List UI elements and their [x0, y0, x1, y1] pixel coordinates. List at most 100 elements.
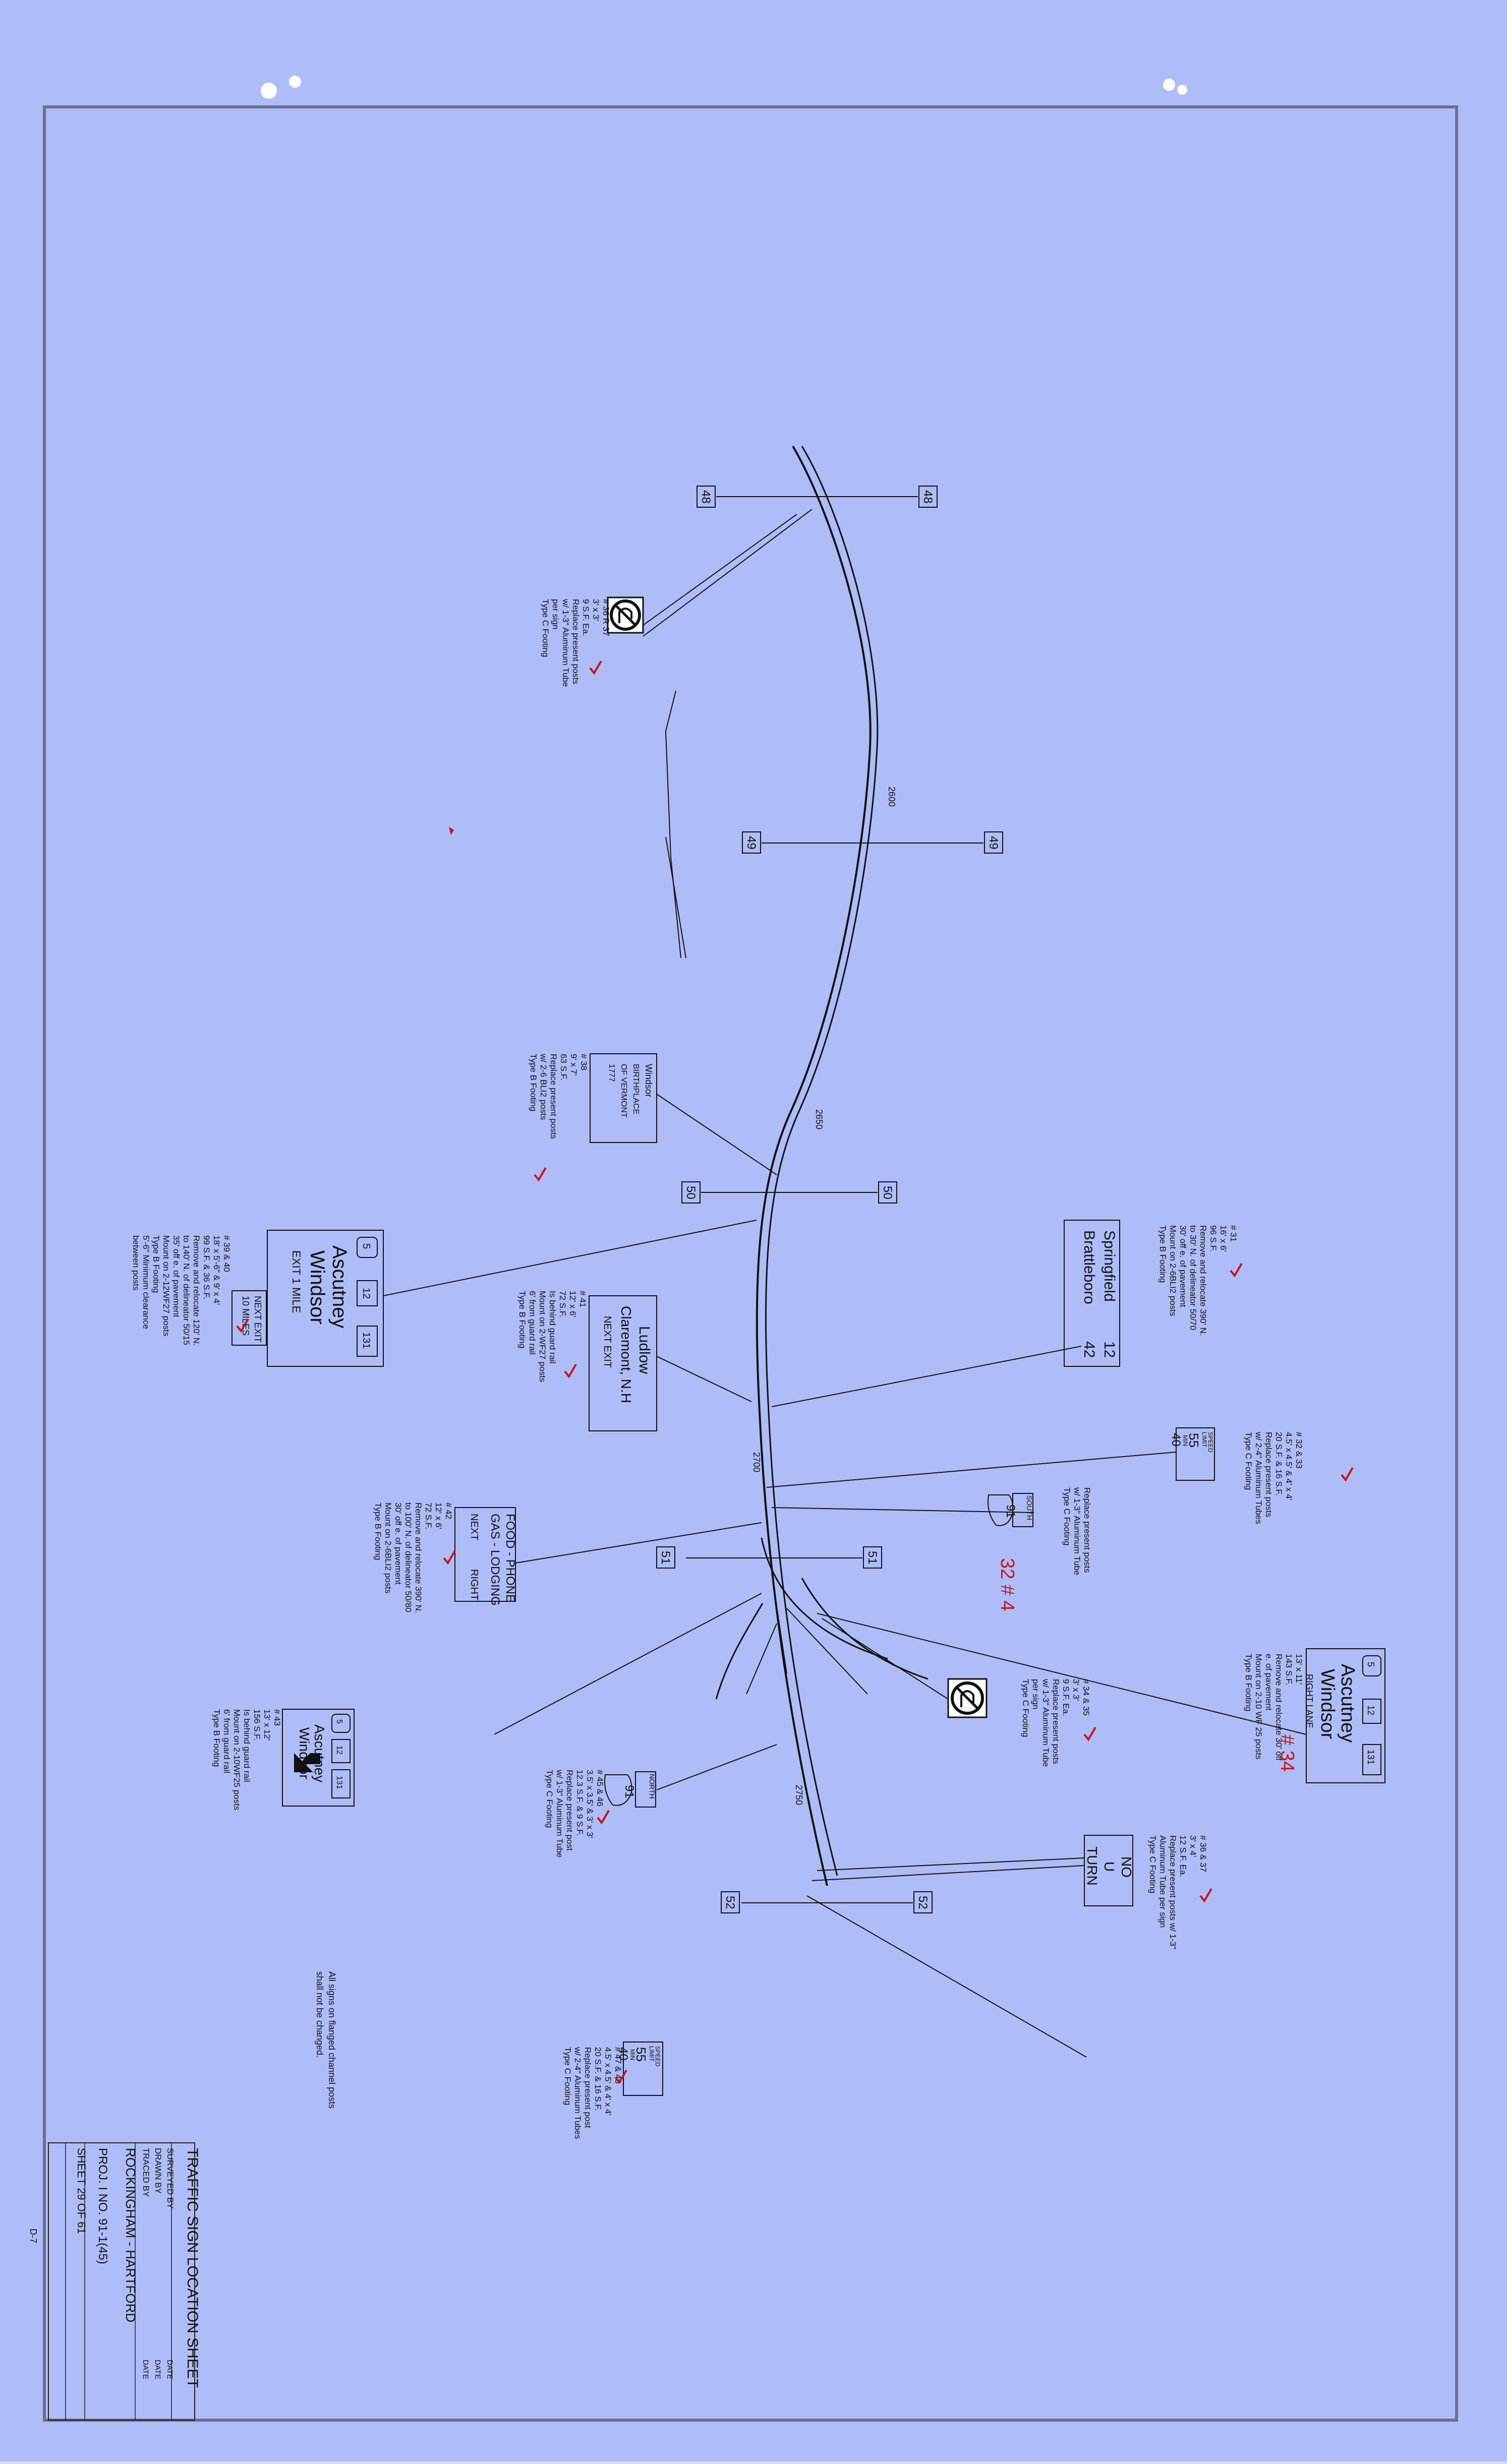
svg-text:Replace present posts: Replace present posts: [571, 599, 581, 684]
svg-text:Ascutney: Ascutney: [328, 1245, 351, 1329]
svg-text:Springfield: Springfield: [1101, 1230, 1118, 1302]
svg-text:# 34: # 34: [1277, 1734, 1298, 1772]
svg-text:LIMIT: LIMIT: [648, 2046, 655, 2062]
note-31: # 31 16' x 6' 96 S.F. Remove and relocat…: [1158, 1225, 1238, 1336]
svg-text:12' x 6': 12' x 6': [434, 1503, 443, 1529]
svg-text:w/ 2-6 BLI2 posts: w/ 2-6 BLI2 posts: [539, 1053, 548, 1120]
svg-text:Mount on 2-6BLI2 posts: Mount on 2-6BLI2 posts: [383, 1503, 393, 1594]
svg-text:9 S.F. Ea.: 9 S.F. Ea.: [581, 599, 591, 636]
svg-text:Type B Footing: Type B Footing: [529, 1054, 538, 1111]
svg-text:# 41: # 41: [578, 1291, 588, 1307]
svg-text:w/ 1-3" Aluminum Tube: w/ 1-3" Aluminum Tube: [561, 598, 570, 687]
svg-text:48: 48: [921, 490, 935, 504]
svg-text:13' x 11': 13' x 11': [1294, 1654, 1304, 1685]
svg-text:to 100' N. of delineator 50/80: to 100' N. of delineator 50/80: [403, 1503, 413, 1612]
svg-text:1777: 1777: [607, 1064, 616, 1082]
svg-text:Remove and relocate 120' N.: Remove and relocate 120' N.: [192, 1235, 201, 1346]
note-south-replace: Replace present posts w/ 1-3" Aluminum T…: [1062, 1487, 1092, 1575]
svg-text:48: 48: [699, 490, 713, 504]
svg-text:# 31: # 31: [1229, 1225, 1238, 1242]
svg-text:12' x 6': 12' x 6': [568, 1291, 577, 1317]
svg-text:12: 12: [361, 1288, 372, 1299]
red-mark-34: # 34: [1277, 1734, 1298, 1772]
svg-text:12.3 S.F. & 9 S.F.: 12.3 S.F. & 9 S.F.: [575, 1770, 585, 1836]
note-32-33: # 32 & 33 4.5' x 4.5' & 4' x 4' 20 S.F. …: [1244, 1431, 1304, 1524]
svg-text:NO: NO: [1119, 1856, 1134, 1878]
svg-text:91: 91: [622, 1785, 636, 1798]
svg-text:20 S.F. & 16 S.F.: 20 S.F. & 16 S.F.: [593, 2047, 603, 2111]
punch-hole: [1163, 79, 1175, 91]
svg-text:w/ 1-3" Aluminum Tube: w/ 1-3" Aluminum Tube: [555, 1769, 564, 1857]
svg-text:between posts: between posts: [131, 1235, 141, 1291]
svg-text:SPEED: SPEED: [654, 2046, 661, 2067]
date-label: DATE: [165, 2360, 174, 2379]
date-label: DATE: [141, 2360, 150, 2379]
svg-text:72 S.F.: 72 S.F.: [558, 1291, 567, 1317]
svg-text:Type B Footing: Type B Footing: [517, 1291, 527, 1348]
svg-text:Remove and relocate 30' off: Remove and relocate 30' off: [1274, 1654, 1284, 1761]
svg-text:w/ 2-4" Aluminum Tubes: w/ 2-4" Aluminum Tubes: [573, 2047, 583, 2139]
svg-text:SPEED: SPEED: [1207, 1432, 1214, 1453]
svg-text:91: 91: [1004, 1505, 1017, 1518]
note-42: # 42 12' x 6' 72 S.F. Remove and relocat…: [373, 1503, 453, 1613]
svg-text:35' off e. of pavement: 35' off e. of pavement: [171, 1235, 181, 1317]
note-45-46: # 45 & 46 3.5' x 3.5' & 3' x 3' 12.3 S.F…: [545, 1769, 605, 1857]
station-marker-52: 52 52: [721, 1891, 933, 1913]
svg-text:Type B Footing: Type B Footing: [1244, 1654, 1253, 1711]
svg-text:42: 42: [1081, 1341, 1097, 1358]
svg-text:Type C Footing: Type C Footing: [1021, 1679, 1030, 1737]
svg-text:49: 49: [744, 836, 758, 850]
svg-text:30' off e. of pavement: 30' off e. of pavement: [1178, 1225, 1188, 1307]
svg-text:Type C Footing: Type C Footing: [1062, 1487, 1072, 1545]
svg-text:w/ 2-4" Aluminum Tubes: w/ 2-4" Aluminum Tubes: [1254, 1431, 1263, 1524]
svg-text:131: 131: [335, 1776, 343, 1789]
svg-text:Aluminum Tube per sign: Aluminum Tube per sign: [1158, 1835, 1168, 1928]
svg-text:40: 40: [616, 2047, 630, 2061]
sign-windsor-birthplace: Windsor BIRTHPLACE OF VERMONT 1777: [590, 1053, 657, 1143]
svg-text:BIRTHPLACE: BIRTHPLACE: [631, 1064, 640, 1114]
svg-text:# 36 R 37: # 36 R 37: [601, 599, 611, 636]
sign-south-91: SOUTH 91: [988, 1493, 1033, 1527]
sign-food-phone: FOOD - PHONE GAS - LODGING NEXT RIGHT: [454, 1507, 517, 1606]
down-right-arrow-icon: [294, 1753, 320, 1772]
station-2600: 2600: [887, 787, 897, 807]
title-block-area: TRAFFIC SIGN LOCATION SHEET SURVEYED BY …: [28, 2142, 201, 2421]
svg-text:Type C Footing: Type C Footing: [1244, 1432, 1253, 1490]
svg-text:18' x 5'-6" & 9' x 4': 18' x 5'-6" & 9' x 4': [212, 1235, 221, 1305]
svg-text:55: 55: [1186, 1433, 1201, 1448]
svg-text:3' x 3': 3' x 3': [591, 599, 601, 621]
svg-text:# 34 & 35: # 34 & 35: [1081, 1679, 1091, 1716]
svg-text:e. of pavement: e. of pavement: [1264, 1654, 1273, 1711]
svg-text:51: 51: [865, 1551, 879, 1565]
svg-text:RIGHT: RIGHT: [469, 1569, 480, 1600]
station-marker-49: 49 49: [742, 831, 1003, 854]
svg-text:12: 12: [1101, 1341, 1118, 1358]
svg-text:4.5' x 4.5' & 4' x 4': 4.5' x 4.5' & 4' x 4': [1284, 1432, 1294, 1500]
station-marker-51: 51 51: [656, 1546, 882, 1569]
sheet-footnote: D-7: [28, 2229, 38, 2243]
svg-text:Type C Footing: Type C Footing: [563, 2047, 572, 2105]
svg-text:to 30' N. of delineator 50/70: to 30' N. of delineator 50/70: [1188, 1225, 1198, 1330]
svg-text:Replace present post: Replace present post: [565, 1770, 574, 1851]
svg-text:72 S.F.: 72 S.F.: [424, 1503, 433, 1529]
svg-text:NEXT EXIT: NEXT EXIT: [253, 1296, 263, 1343]
svg-text:99 S.F. & 36 S.F.: 99 S.F. & 36 S.F.: [202, 1235, 211, 1299]
svg-text:40: 40: [1169, 1433, 1183, 1447]
sign-speed-limit-55-min-40-south: SPEED LIMIT 55 MIN 40: [616, 2041, 663, 2096]
svg-text:50: 50: [881, 1186, 894, 1199]
svg-text:MIN: MIN: [1182, 1435, 1189, 1446]
svg-text:Remove and relocate 390' N.: Remove and relocate 390' N.: [414, 1503, 423, 1613]
svg-text:55: 55: [633, 2047, 649, 2062]
svg-text:Mount on 2-6BLI2 posts: Mount on 2-6BLI2 posts: [1168, 1225, 1178, 1316]
svg-text:5'-6" Minimum clearance: 5'-6" Minimum clearance: [141, 1235, 151, 1329]
sheet-number: SHEET 29 OF 61: [75, 2148, 88, 2234]
svg-text:49: 49: [987, 836, 1000, 850]
highway-alignment: [665, 445, 929, 1886]
svg-text:Mount on 2-12WF27 posts: Mount on 2-12WF27 posts: [161, 1235, 171, 1336]
svg-text:Windsor: Windsor: [644, 1064, 654, 1097]
svg-text:131: 131: [1366, 1750, 1376, 1765]
svg-text:LIMIT: LIMIT: [1201, 1432, 1208, 1448]
svg-text:52: 52: [916, 1896, 930, 1909]
station-2650: 2650: [814, 1109, 824, 1129]
